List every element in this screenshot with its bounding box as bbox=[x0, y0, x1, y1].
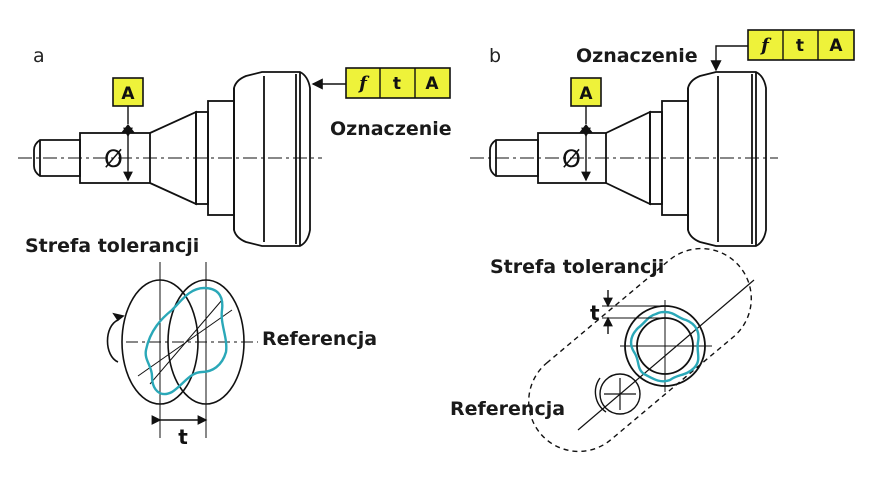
designation-label-a: Oznaczenie bbox=[330, 118, 452, 140]
t-label-a: t bbox=[178, 425, 188, 449]
datum-triangle-icon bbox=[579, 124, 593, 133]
leader-arrow-icon bbox=[710, 45, 748, 72]
diameter-symbol-a: Ø bbox=[104, 145, 123, 173]
reference-label-b: Referencja bbox=[450, 398, 565, 420]
reference-label-a: Referencja bbox=[262, 328, 377, 350]
zone-label-a: Strefa tolerancji bbox=[25, 235, 199, 257]
shaft-drawing-a bbox=[18, 71, 322, 247]
datum-letter-a: A bbox=[121, 84, 135, 104]
panel-a: a Ø A bbox=[18, 45, 452, 449]
panel-b-letter: b bbox=[489, 45, 501, 67]
datum-box-b bbox=[570, 77, 602, 107]
panel-a-letter: a bbox=[33, 45, 45, 67]
datum-letter-b: A bbox=[579, 84, 593, 104]
frame-b-cell-2: t bbox=[796, 36, 804, 56]
panel-b: b Ø A f t A bbox=[450, 29, 855, 453]
datum-triangle-icon bbox=[121, 124, 135, 133]
shaft-drawing-b bbox=[470, 71, 778, 247]
datum-box-a bbox=[112, 77, 144, 107]
diameter-symbol-b: Ø bbox=[562, 145, 581, 173]
t-label-b: t bbox=[590, 301, 600, 325]
zone-label-b: Strefa tolerancji bbox=[490, 256, 664, 278]
frame-a-cell-3: A bbox=[425, 74, 439, 94]
frame-b-cell-3: A bbox=[829, 36, 843, 56]
feature-control-frame-b: f t A bbox=[747, 29, 855, 61]
tolerance-zone-b bbox=[528, 247, 755, 453]
tolerance-zone-a bbox=[106, 262, 258, 438]
frame-a-cell-2: t bbox=[393, 74, 401, 94]
feature-control-frame-a: f t A bbox=[345, 67, 451, 99]
designation-label-b: Oznaczenie bbox=[576, 45, 698, 67]
